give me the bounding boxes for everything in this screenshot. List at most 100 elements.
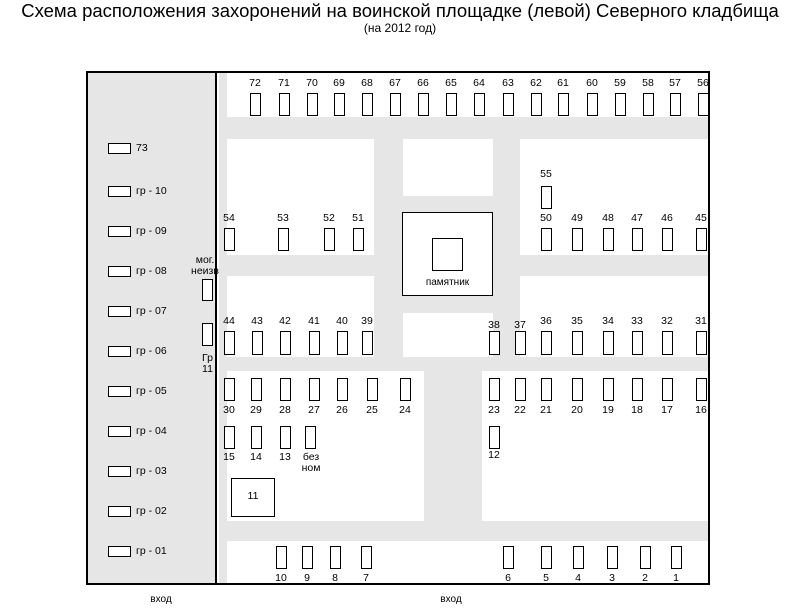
walkway-middle-left (219, 255, 374, 276)
grave-number: 61 (557, 77, 569, 89)
walkway-top (219, 117, 708, 139)
grave (361, 546, 372, 569)
grave-number: 52 (323, 212, 335, 224)
grave-73 (108, 143, 131, 154)
monument-label: памятник (425, 277, 470, 288)
grave-bez-nom-label-1: без (302, 451, 320, 463)
grave-number: 13 (279, 451, 291, 463)
grave (587, 93, 598, 116)
grave (353, 228, 364, 251)
grave (671, 546, 682, 569)
walkway-around-monument-top (403, 196, 493, 213)
grave-number: 5 (543, 572, 549, 584)
grave (515, 331, 526, 355)
grave (337, 378, 348, 401)
grave-number: 51 (352, 212, 364, 224)
grave-number: 67 (389, 77, 401, 89)
grave (515, 378, 526, 401)
grave (573, 546, 584, 569)
grave-73-label: 73 (136, 142, 148, 154)
grave (362, 331, 373, 355)
grave (307, 93, 318, 116)
grave (309, 378, 320, 401)
grave-number: 42 (279, 315, 291, 327)
grave-number: 21 (540, 404, 552, 416)
grave (362, 93, 373, 116)
group-label: гр - 06 (136, 345, 167, 357)
walkway-vertical-left (374, 139, 403, 364)
grave-number: 69 (333, 77, 345, 89)
grave-number: 10 (275, 572, 287, 584)
entrance-center: вход (440, 594, 462, 605)
grave (632, 228, 643, 251)
monument (432, 238, 463, 271)
grave-number: 18 (631, 404, 643, 416)
group-grave (108, 466, 131, 477)
grave (279, 93, 290, 116)
grave-number: 12 (488, 449, 500, 461)
group-label: гр - 07 (136, 305, 167, 317)
grave (224, 228, 235, 251)
grave (632, 331, 643, 355)
grave (367, 378, 378, 401)
grave-number: 59 (614, 77, 626, 89)
grave (643, 93, 654, 116)
grave-11-label: 11 (247, 490, 259, 502)
grave-number: 34 (602, 315, 614, 327)
grave (390, 93, 401, 116)
group-label: гр - 08 (136, 265, 167, 277)
grave (334, 93, 345, 116)
grave-number: 20 (571, 404, 583, 416)
grave-number: 23 (488, 404, 500, 416)
group-grave (108, 426, 131, 437)
grave (489, 426, 500, 449)
grave (572, 331, 583, 355)
grave-number: 54 (223, 212, 235, 224)
walkway-left-edge (219, 73, 227, 583)
grave (302, 546, 313, 569)
grave (640, 546, 651, 569)
grave-number: 19 (602, 404, 614, 416)
grave-number: 47 (631, 212, 643, 224)
grave (662, 331, 673, 355)
group-label: гр - 02 (136, 505, 167, 517)
grave-number: 7 (363, 572, 369, 584)
grave (603, 331, 614, 355)
walkway-middle-right (520, 255, 708, 276)
grave (603, 228, 614, 251)
grave (698, 93, 709, 116)
grave-number: 2 (642, 572, 648, 584)
grave-number: 17 (661, 404, 673, 416)
grave-number: 50 (540, 212, 552, 224)
grave-number: 45 (695, 212, 707, 224)
grave (309, 331, 320, 355)
grave-number: 70 (306, 77, 318, 89)
grave (541, 186, 552, 209)
grave (670, 93, 681, 116)
grave (662, 378, 673, 401)
grave-number: 16 (695, 404, 707, 416)
grave-number: 48 (602, 212, 614, 224)
grave-number: 25 (366, 404, 378, 416)
grave-number: 28 (279, 404, 291, 416)
grave-number: 30 (223, 404, 235, 416)
walkway-vertical-right (493, 139, 520, 364)
group-grave (108, 186, 131, 197)
grave (280, 331, 291, 355)
grave-number: 33 (631, 315, 643, 327)
group-grave (108, 266, 131, 277)
grave-gr-11 (202, 323, 213, 346)
grave (278, 228, 289, 251)
grave (603, 378, 614, 401)
grave (400, 378, 411, 401)
grave (280, 426, 291, 449)
grave-number: 55 (540, 168, 552, 180)
grave-number: 63 (502, 77, 514, 89)
walkway-lower-center (424, 371, 482, 529)
walkway-lower-horizontal (219, 357, 708, 371)
grave-number: 31 (695, 315, 707, 327)
grave-number: 29 (250, 404, 262, 416)
grave (607, 546, 618, 569)
group-label: гр - 09 (136, 225, 167, 237)
grave (224, 426, 235, 449)
